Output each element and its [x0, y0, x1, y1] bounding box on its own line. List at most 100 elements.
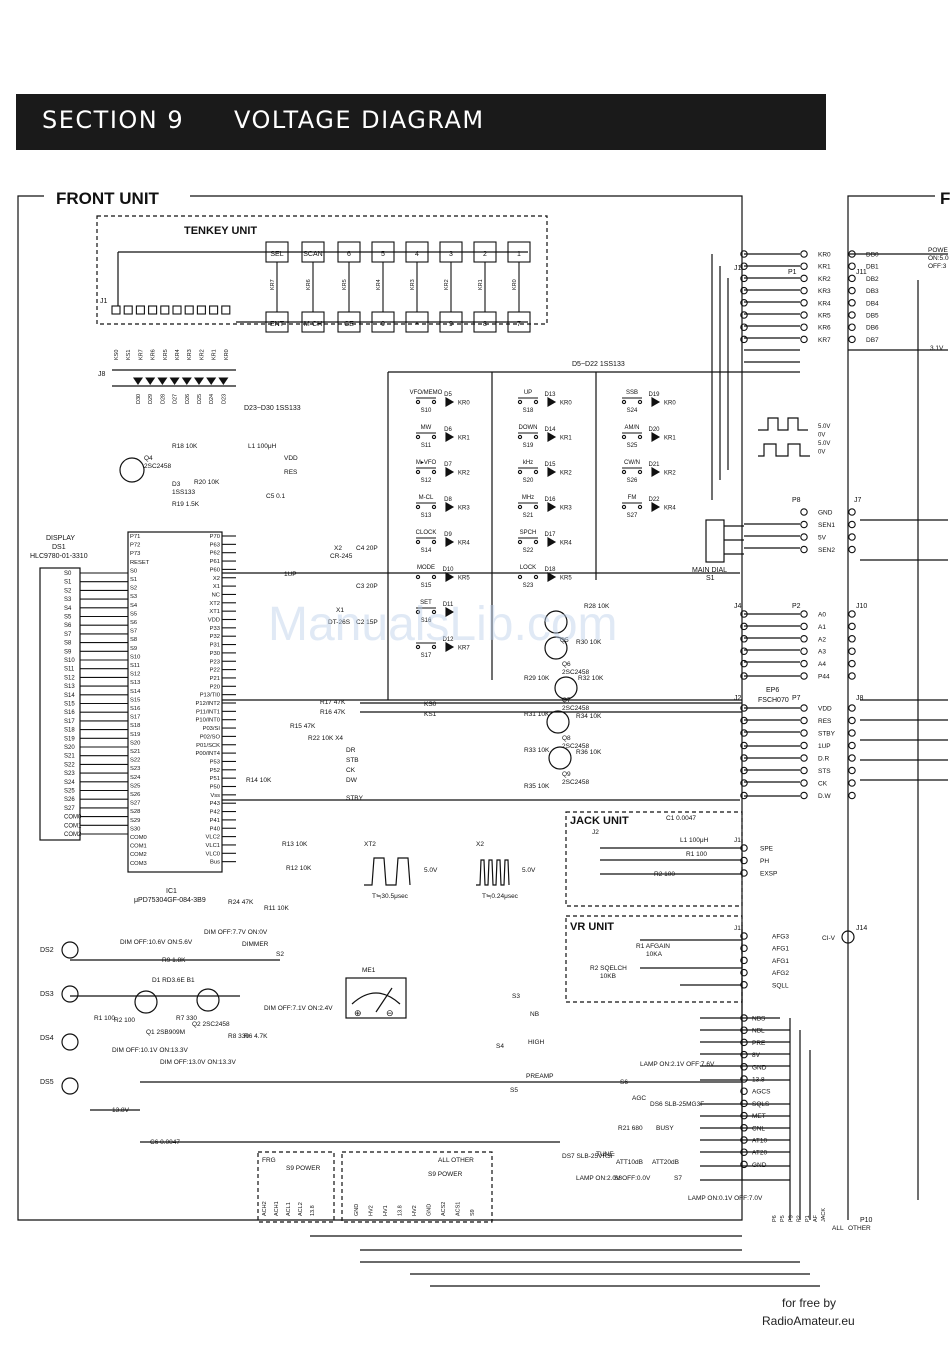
sw-col2-contact — [533, 574, 539, 580]
jack-unit-frame — [565, 811, 743, 907]
ic1-right-pin: P51 — [210, 776, 220, 782]
r24-label: R24 47K — [228, 899, 254, 906]
tenkey-key-bottom — [507, 311, 531, 333]
p7-pin-label: D.R — [818, 756, 830, 763]
frg-pin-label: 13.8 — [310, 1205, 316, 1216]
sw-col1-diode-ref: D5 — [444, 392, 452, 398]
j11-pin-label: DB5 — [866, 313, 879, 320]
display-pin-label: S11 — [64, 667, 75, 673]
ic1-right-pin: P53 — [210, 759, 220, 765]
main-dial-ref: S1 — [706, 575, 715, 582]
sw-col2-switch-ref: S21 — [523, 513, 534, 519]
r29-label: R29 10K — [524, 675, 550, 682]
other-pin-label: ACS2 — [441, 1202, 447, 1216]
lower-pin — [740, 1160, 748, 1169]
x2-wave-v: 5.0V — [522, 867, 536, 874]
sw-col2-switch-ref: S23 — [523, 583, 534, 589]
j11-pin — [848, 335, 856, 344]
ic1-left-pin: COM0 — [130, 835, 147, 841]
j1-pin-label: KS0 — [114, 350, 120, 360]
sw-col2-diode-ref: D16 — [544, 497, 556, 503]
tenkey-kr-label: KR3 — [410, 279, 416, 290]
j8-diode-label: D27 — [173, 394, 179, 404]
display-pin-label: S15 — [64, 702, 75, 708]
sw-col2-contact — [533, 539, 539, 545]
p2-pin — [800, 647, 808, 655]
sw-col1-switch-ref: S15 — [421, 583, 432, 589]
tenkey-kr-label: KR0 — [512, 279, 518, 290]
lower-pin — [740, 1050, 748, 1059]
q7-part: 2SC2458 — [562, 705, 589, 712]
dimmer-r7: R7 330 — [176, 1015, 197, 1022]
tenkey-key-bottom-label: 8 — [483, 321, 487, 328]
sw-col3-switch-ref: S26 — [627, 478, 638, 484]
j8r-pin — [848, 741, 856, 750]
ic1-left-pin: S3 — [130, 594, 137, 600]
tenkey-key-top-label: 1 — [517, 251, 521, 258]
r33-label: R33 10K — [524, 747, 550, 754]
sw-col2-contact — [517, 469, 523, 475]
dr-label: DR — [346, 747, 356, 754]
r21-label: R21 680 — [618, 1125, 643, 1132]
r31-label: R31 10K — [524, 711, 550, 718]
display-pin-label: S9 — [64, 649, 72, 655]
right-unit-label: F — [940, 189, 950, 208]
connector-j8: J8 — [98, 371, 106, 378]
p10-all: ALL — [832, 1225, 844, 1232]
sw-col2-contact — [517, 539, 523, 545]
ic1-left-pin: S14 — [130, 689, 141, 695]
p7-pin-label: RES — [818, 718, 832, 725]
section-title: VOLTAGE DIAGRAM — [234, 106, 485, 134]
j8r-pin — [848, 779, 856, 787]
front-unit-frame — [17, 195, 743, 1221]
att10-label: ATT10dB — [616, 1159, 643, 1166]
ic1-left-pin: S30 — [130, 826, 140, 832]
sw-col1-diode — [445, 432, 455, 442]
waveform-level: 5.0V — [818, 424, 830, 430]
c5-label: C5 0.1 — [266, 493, 286, 500]
tenkey-kr-label: KR2 — [444, 279, 450, 290]
d3-part: 1SS133 — [172, 489, 196, 496]
ic1-left-pin: S20 — [130, 740, 140, 746]
p8-pin-label: SEN2 — [818, 547, 835, 554]
sw-col2-func-label: UP — [524, 390, 532, 396]
sw-col3-diode-ref: D21 — [648, 462, 660, 468]
sw-col2-diode-ref: D17 — [544, 532, 556, 538]
p2-pin-label: A3 — [818, 649, 826, 656]
ic1-left-pin: S28 — [130, 809, 140, 815]
xt2-label: XT2 — [364, 841, 376, 848]
connector-j1: J1 — [100, 298, 108, 305]
j11-pin — [848, 286, 856, 295]
j8r-pin — [848, 704, 856, 712]
lamp2-label: LAMP ON:2.0V OFF:0.0V — [576, 1175, 651, 1182]
ic1-left-pin: S7 — [130, 629, 137, 635]
lower-pin-label: AGCS — [752, 1089, 771, 1096]
ic1-left-pin: P72 — [130, 543, 140, 549]
vr-pin — [740, 956, 748, 965]
p1-pin-label: KR0 — [818, 252, 831, 259]
lower-pin-label: GND — [752, 1162, 767, 1169]
sw-col2-kr-label: KR3 — [560, 506, 572, 512]
section-number: SECTION 9 — [42, 106, 185, 134]
all-other-s9-power: S9 POWER — [428, 1171, 463, 1178]
p7-pin — [800, 716, 808, 725]
display-pin-label: COM0 — [64, 815, 82, 821]
sw-col1-kr-label: KR3 — [458, 506, 470, 512]
ic1-right-pin: P63 — [210, 542, 220, 548]
waveform-level: 5.0V — [818, 441, 830, 447]
connector-ep6-part: FSCH070 — [758, 697, 789, 704]
display-pin-label: S19 — [64, 736, 75, 742]
sw-col1-switch-ref: S14 — [421, 548, 432, 554]
r17-label: R17 47K — [320, 699, 346, 706]
display-pin-label: S16 — [64, 710, 75, 716]
r18-label: R18 10K — [172, 443, 198, 450]
x1-part: DT-26S — [328, 619, 351, 626]
display-pin-label: S8 — [64, 641, 72, 647]
ic1-left-pin: COM1 — [130, 844, 147, 850]
ic1-right-pin: P21 — [210, 676, 220, 682]
bottom-tag-label: P3 — [788, 1215, 794, 1222]
ic1-right-pin: P50 — [210, 785, 220, 791]
ic1-right-pin: P30 — [210, 651, 220, 657]
p1-pin-label: KR7 — [818, 337, 831, 344]
j11-pin-label: DB2 — [866, 276, 879, 283]
